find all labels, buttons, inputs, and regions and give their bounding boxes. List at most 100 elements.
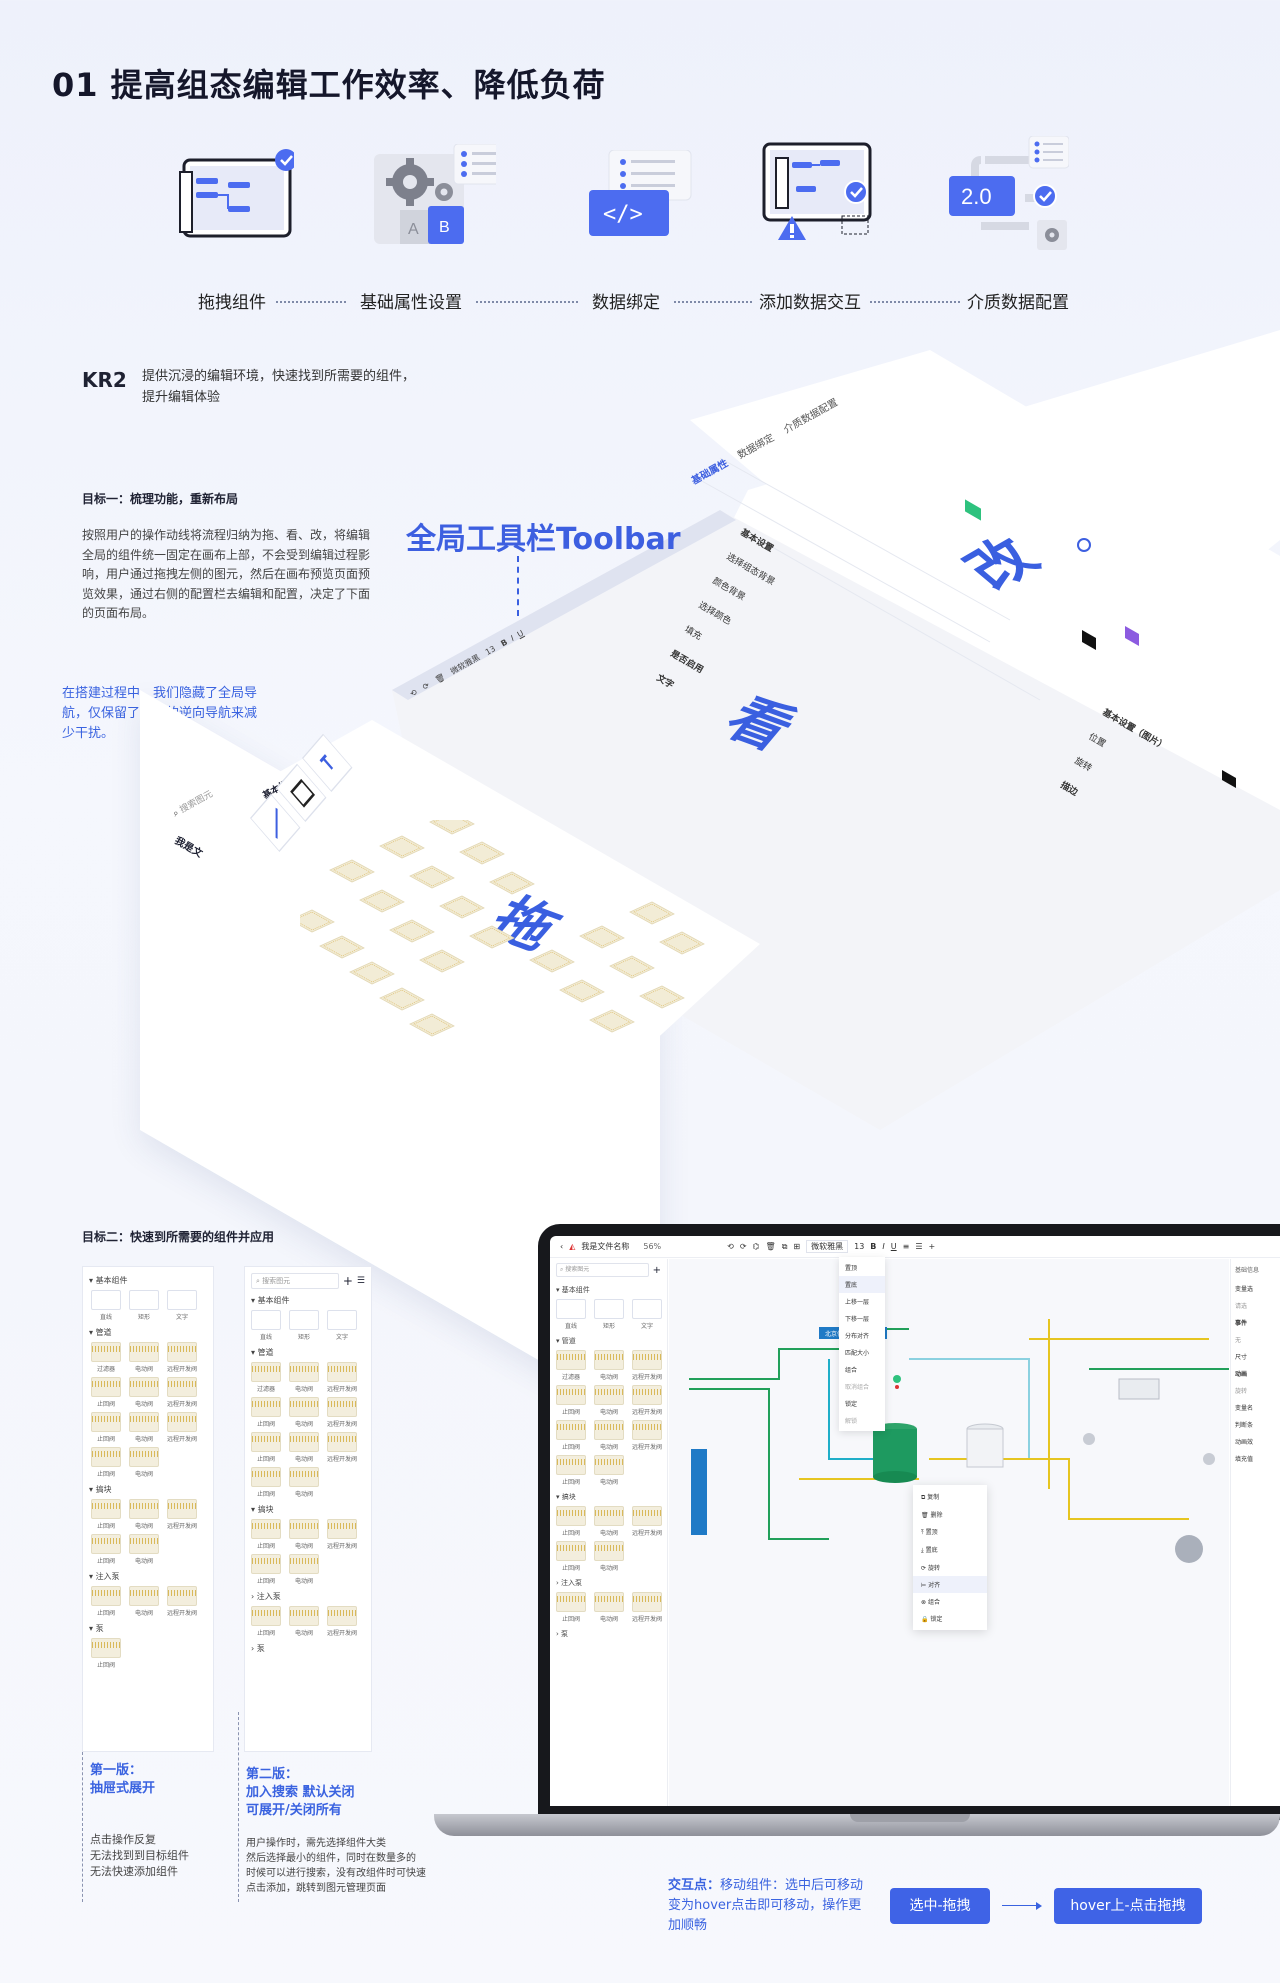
component-tile[interactable]: 电动阀 — [129, 1342, 159, 1373]
config-row[interactable]: 无 — [1235, 1337, 1242, 1344]
component-tile[interactable]: 远程开发阀 — [327, 1397, 357, 1428]
rect-tile[interactable]: 矩形 — [289, 1310, 319, 1341]
italic-icon[interactable]: I — [882, 1242, 885, 1251]
menu-item[interactable]: 下移一层 — [845, 1316, 870, 1323]
component-tile[interactable]: 电动阀 — [594, 1420, 624, 1451]
menu-item[interactable]: 取消组合 — [845, 1384, 870, 1391]
search-input[interactable]: ⌕ 搜索图元 — [251, 1273, 339, 1289]
component-tile[interactable]: 止回阀 — [251, 1467, 281, 1498]
zoom-select[interactable]: 56% — [643, 1242, 662, 1251]
line-tile[interactable]: 直线 — [556, 1299, 586, 1330]
component-tile[interactable]: 止回阀 — [556, 1541, 586, 1572]
component-tile[interactable]: 远程开发阀 — [632, 1592, 662, 1623]
component-tile[interactable]: 远程开发阀 — [327, 1606, 357, 1637]
component-tile[interactable]: 电动阀 — [289, 1362, 319, 1393]
component-tile[interactable]: 远程开发阀 — [632, 1385, 662, 1416]
component-tile[interactable]: 远程开发阀 — [167, 1586, 197, 1617]
hover-click-drag-button[interactable]: hover上-点击拖拽 — [1054, 1888, 1202, 1924]
format-icon[interactable]: ⌬ — [752, 1242, 760, 1251]
line-tile[interactable]: 直线 — [251, 1310, 281, 1341]
component-tile[interactable]: 止回阀 — [556, 1385, 586, 1416]
menu-item[interactable]: 组合 — [845, 1367, 858, 1374]
config-tab[interactable]: 基础信息 — [1235, 1267, 1260, 1274]
undo-icon[interactable]: ⟲ — [727, 1242, 734, 1251]
text-tile[interactable]: 文字 — [167, 1290, 197, 1321]
section-header[interactable]: ▾ 管道 — [251, 1348, 274, 1357]
component-tile[interactable]: 电动阀 — [594, 1506, 624, 1537]
font-size-select[interactable]: 13 — [854, 1242, 865, 1251]
component-tile[interactable]: 止回阀 — [91, 1412, 121, 1443]
menu-item[interactable]: 置底 — [839, 1276, 885, 1293]
search-input[interactable]: ⌕ 搜索图元 — [556, 1263, 649, 1277]
text-tile[interactable]: 文字 — [327, 1310, 357, 1341]
font-select[interactable]: 微软雅黑 — [806, 1240, 849, 1253]
component-tile[interactable]: 电动阀 — [594, 1455, 624, 1486]
component-tile[interactable]: 电动阀 — [289, 1554, 319, 1585]
section-header[interactable]: ▾ 搞块 — [89, 1485, 112, 1494]
menu-item-top[interactable]: ⤒ 置顶 — [921, 1529, 938, 1536]
component-tile[interactable]: 电动阀 — [594, 1350, 624, 1381]
component-tile[interactable]: 止回阀 — [91, 1534, 121, 1565]
rect-tile[interactable]: 矩形 — [594, 1299, 624, 1330]
section-header[interactable]: ▾ 基本组件 — [89, 1276, 128, 1285]
component-tile[interactable]: 电动阀 — [289, 1467, 319, 1498]
component-tile[interactable]: 电动阀 — [129, 1586, 159, 1617]
section-header[interactable]: ▾ 管道 — [556, 1337, 576, 1345]
component-tile[interactable]: 止回阀 — [91, 1638, 121, 1669]
component-tile[interactable]: 电动阀 — [289, 1606, 319, 1637]
component-tile[interactable]: 电动阀 — [129, 1447, 159, 1478]
menu-item-lock[interactable]: 🔒 锁定 — [921, 1616, 943, 1623]
menu-item[interactable]: 解锁 — [845, 1418, 858, 1425]
select-drag-button[interactable]: 选中-拖拽 — [890, 1888, 990, 1924]
component-tile[interactable]: 电动阀 — [594, 1541, 624, 1572]
config-row[interactable]: 请选 — [1235, 1303, 1248, 1310]
layer-icon[interactable]: ⊞ — [793, 1242, 801, 1251]
menu-item[interactable]: 上移一层 — [845, 1299, 870, 1306]
redo-icon[interactable]: ⟳ — [421, 680, 432, 692]
section-header[interactable]: › 泵 — [556, 1630, 569, 1638]
editor-canvas[interactable]: 北京供暖配电阀 置顶 置底 上移一层 下移一层 分布对齐 匹配大小 组合 取消组… — [669, 1257, 1229, 1806]
component-tile[interactable]: 电动阀 — [289, 1432, 319, 1463]
component-tile[interactable]: 电动阀 — [289, 1519, 319, 1550]
component-tile[interactable]: 止回阀 — [251, 1397, 281, 1428]
component-tile[interactable]: 止回阀 — [251, 1432, 281, 1463]
menu-item-bottom[interactable]: ⤓ 置底 — [921, 1547, 938, 1554]
section-header[interactable]: ▾ 注入泵 — [89, 1572, 120, 1581]
component-tile[interactable]: 远程开发阀 — [167, 1342, 197, 1373]
component-tile[interactable]: 止回阀 — [251, 1554, 281, 1585]
component-tile[interactable]: 止回阀 — [91, 1499, 121, 1530]
underline-icon[interactable]: U — [890, 1242, 897, 1251]
component-tile[interactable]: 远程开发阀 — [167, 1499, 197, 1530]
rect-tile[interactable]: 矩形 — [129, 1290, 159, 1321]
component-tile[interactable]: 远程开发阀 — [327, 1362, 357, 1393]
component-tile[interactable]: 远程开发阀 — [632, 1350, 662, 1381]
radio-button[interactable] — [1077, 538, 1091, 552]
menu-item-copy[interactable]: ⧉ 复制 — [921, 1494, 940, 1501]
menu-item[interactable]: 置顶 — [845, 1265, 858, 1272]
menu-item-delete[interactable]: 🗑 删除 — [921, 1512, 943, 1519]
component-tile[interactable]: 电动阀 — [129, 1499, 159, 1530]
section-header[interactable]: ▾ 搞块 — [556, 1493, 576, 1501]
add-icon[interactable]: + — [652, 1264, 661, 1276]
component-tile[interactable]: 止回阀 — [91, 1447, 121, 1478]
redo-icon[interactable]: ⟳ — [739, 1242, 747, 1251]
text-tile[interactable]: 文字 — [632, 1299, 662, 1330]
copy-icon[interactable]: ⧉ — [781, 1241, 788, 1251]
component-tile[interactable]: 远程开发阀 — [167, 1377, 197, 1408]
component-tile[interactable]: 电动阀 — [594, 1385, 624, 1416]
component-tile[interactable]: 远程开发阀 — [632, 1420, 662, 1451]
component-tile[interactable]: 止回阀 — [251, 1606, 281, 1637]
component-tile[interactable]: 止回阀 — [91, 1377, 121, 1408]
component-tile[interactable]: 止回阀 — [556, 1592, 586, 1623]
section-header[interactable]: ▾ 基本组件 — [251, 1296, 290, 1305]
section-header[interactable]: ▾ 管道 — [89, 1328, 112, 1337]
menu-item[interactable]: 匹配大小 — [845, 1350, 870, 1357]
back-icon[interactable]: ‹ — [560, 1242, 564, 1251]
menu-item-align[interactable]: ⊨ 对齐 — [913, 1576, 987, 1593]
menu-item[interactable]: 分布对齐 — [845, 1333, 870, 1340]
italic-icon[interactable]: I — [509, 633, 516, 643]
plus-icon[interactable]: + — [928, 1242, 936, 1251]
section-header[interactable]: ▾ 搞块 — [251, 1505, 274, 1514]
component-tile[interactable]: 电动阀 — [129, 1534, 159, 1565]
component-tile[interactable]: 过滤器 — [556, 1350, 586, 1381]
